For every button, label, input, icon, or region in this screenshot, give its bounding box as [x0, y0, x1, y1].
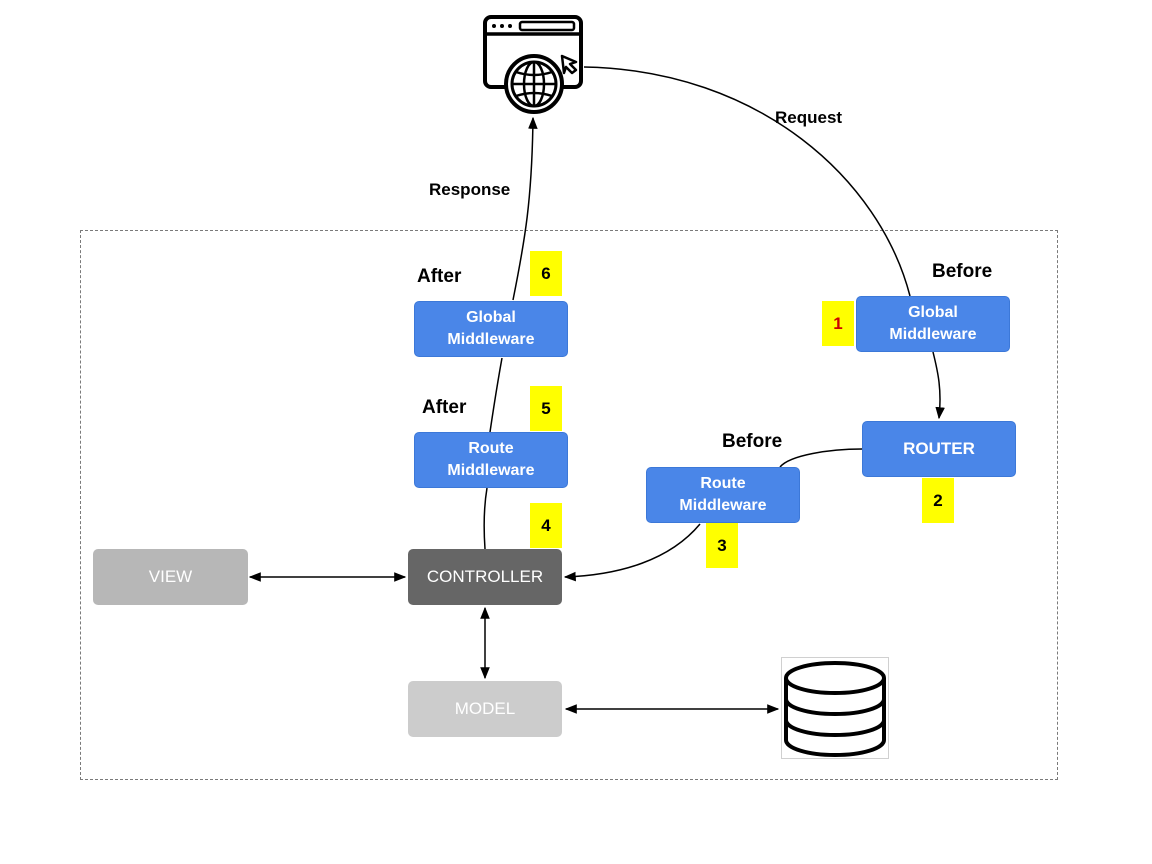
browser-globe-icon — [483, 15, 583, 114]
global-middleware-before-node[interactable]: Global Middleware — [856, 296, 1010, 352]
controller-node[interactable]: CONTROLLER — [408, 549, 562, 605]
global-to-router-connector — [932, 351, 945, 420]
router-to-route-connector — [779, 448, 863, 468]
step-badge-3: 3 — [706, 523, 738, 568]
request-label: Request — [775, 108, 843, 127]
route-after-to-global-after-connector — [489, 357, 503, 433]
step-badge-4: 4 — [530, 503, 562, 548]
route-middleware-after-node[interactable]: Route Middleware — [414, 432, 568, 488]
after-route-label: After — [422, 397, 467, 418]
response-connector — [512, 116, 538, 301]
model-node[interactable]: MODEL — [408, 681, 562, 737]
step-badge-2: 2 — [922, 478, 954, 523]
response-label: Response — [429, 180, 511, 199]
step-badge-5: 5 — [530, 386, 562, 431]
before-global-label: Before — [932, 261, 993, 282]
before-route-label: Before — [722, 431, 783, 452]
request-connector — [583, 66, 911, 297]
view-node[interactable]: VIEW — [93, 549, 248, 605]
route-to-controller-connector — [563, 523, 701, 582]
database-icon — [781, 657, 889, 759]
global-middleware-after-node[interactable]: Global Middleware — [414, 301, 568, 357]
router-node[interactable]: ROUTER — [862, 421, 1016, 477]
after-global-label: After — [417, 266, 462, 287]
route-middleware-before-node[interactable]: Route Middleware — [646, 467, 800, 523]
step-badge-6: 6 — [530, 251, 562, 296]
controller-to-route-after-connector — [483, 487, 488, 550]
application-boundary — [80, 230, 1058, 780]
step-badge-1: 1 — [822, 301, 854, 346]
